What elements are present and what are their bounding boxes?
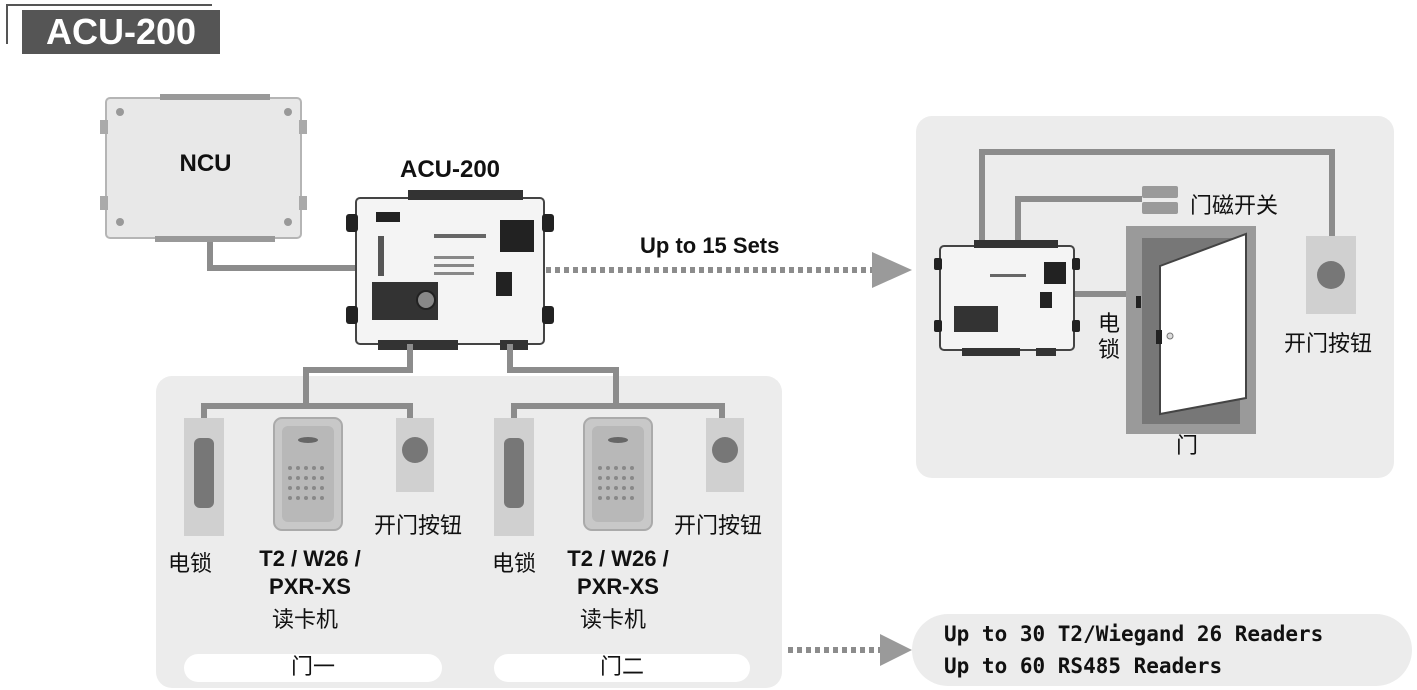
remote-lock-label-2: 锁 [1098, 338, 1121, 363]
acu-board [346, 190, 554, 350]
door2-reader-label-2: PXR-XS [577, 574, 659, 599]
remote-lock-label-1: 电 [1098, 312, 1121, 337]
door2-exit-button [706, 418, 744, 492]
door-sensor-label: 门磁开关 [1190, 194, 1279, 219]
ncu-acu-wire [207, 238, 356, 271]
remote-exit-button-label: 开门按钮 [1284, 332, 1373, 357]
door2-name: 门二 [494, 654, 750, 682]
door1-exit-button [396, 418, 434, 492]
capacity-panel [912, 614, 1412, 686]
door2-lock [494, 418, 534, 536]
door2-reader-label-1: T2 / W26 / [567, 546, 669, 571]
remote-exit-button [1306, 236, 1356, 314]
acu-label: ACU-200 [399, 156, 501, 183]
remote-door-label: 门 [1176, 434, 1199, 459]
door1-reader-label-2: PXR-XS [269, 574, 351, 599]
ncu-device [100, 94, 307, 242]
local-doors-panel [156, 376, 782, 688]
door1-name: 门一 [184, 654, 442, 682]
ncu-label: NCU [179, 150, 232, 177]
title-frame [6, 4, 212, 44]
door1-lock [184, 418, 224, 536]
door1-reader-label-1: T2 / W26 / [259, 546, 361, 571]
door2-reader-label-3: 读卡机 [580, 608, 647, 633]
capacity-arrow-head [880, 634, 912, 666]
door1-lock-label: 电锁 [168, 552, 213, 577]
remote-acu-board [934, 240, 1080, 356]
door1-reader [273, 417, 343, 531]
door1-reader-label-3: 读卡机 [272, 608, 339, 633]
sets-label: Up to 15 Sets [640, 233, 780, 258]
door2-lock-label: 电锁 [492, 552, 537, 577]
door-sensor [1142, 186, 1178, 214]
page-title: ACU-200 [22, 10, 220, 54]
capacity-line-1: Up to 30 T2/Wiegand 26 Readers [944, 622, 1324, 646]
door2-exit-button-label: 开门按钮 [674, 514, 763, 539]
door-graphic [1126, 226, 1256, 434]
door2-reader [583, 417, 653, 531]
sets-arrow-head [872, 252, 912, 288]
door1-exit-button-label: 开门按钮 [374, 514, 463, 539]
capacity-line-2: Up to 60 RS485 Readers [944, 654, 1223, 678]
